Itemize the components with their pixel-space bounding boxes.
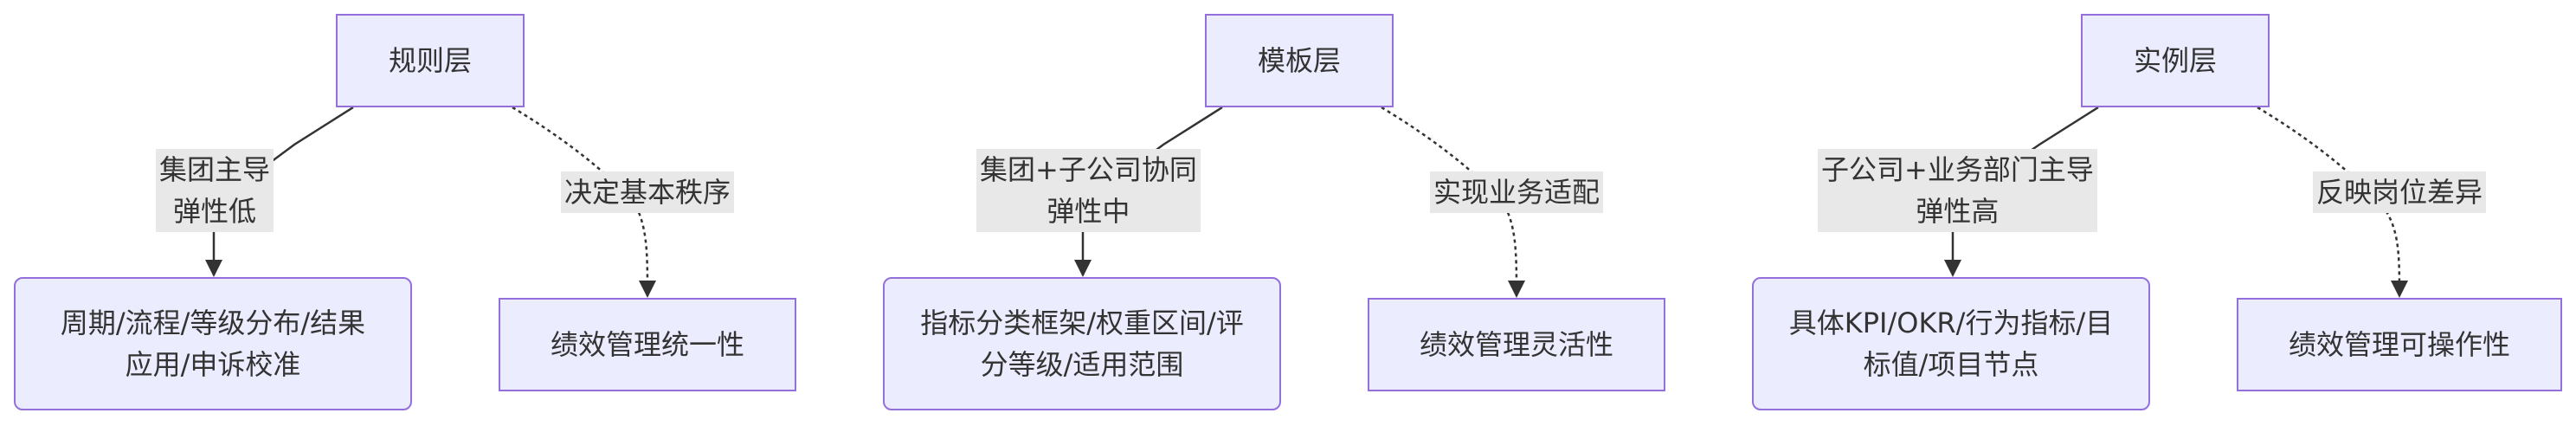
node-label: 模板层 bbox=[1257, 44, 1341, 77]
node-rules-layer: 规则层 bbox=[336, 14, 525, 107]
node-rules-detail: 周期/流程/等级分布/结果 应用/申诉校准 bbox=[14, 277, 412, 410]
edge-label-template-right: 实现业务适配 bbox=[1430, 171, 1604, 213]
node-instance-detail: 具体KPI/OKR/行为指标/目 标值/项目节点 bbox=[1752, 277, 2150, 410]
edge-label-instance-right: 反映岗位差异 bbox=[2313, 171, 2487, 213]
node-template-outcome: 绩效管理灵活性 bbox=[1368, 298, 1665, 391]
node-instance-outcome: 绩效管理可操作性 bbox=[2237, 298, 2562, 391]
node-label: 实例层 bbox=[2133, 44, 2217, 77]
edge-label-instance-left: 子公司+业务部门主导 弹性高 bbox=[1818, 149, 2097, 232]
edge-label-template-left: 集团+子公司协同 弹性中 bbox=[976, 149, 1201, 232]
edge-label-rules-right: 决定基本秩序 bbox=[561, 171, 735, 213]
edge-label-rules-left: 集团主导 弹性低 bbox=[156, 149, 274, 232]
node-label: 规则层 bbox=[388, 44, 472, 77]
node-rules-outcome: 绩效管理统一性 bbox=[499, 298, 796, 391]
node-template-layer: 模板层 bbox=[1205, 14, 1394, 107]
node-template-detail: 指标分类框架/权重区间/评 分等级/适用范围 bbox=[883, 277, 1281, 410]
node-instance-layer: 实例层 bbox=[2081, 14, 2270, 107]
